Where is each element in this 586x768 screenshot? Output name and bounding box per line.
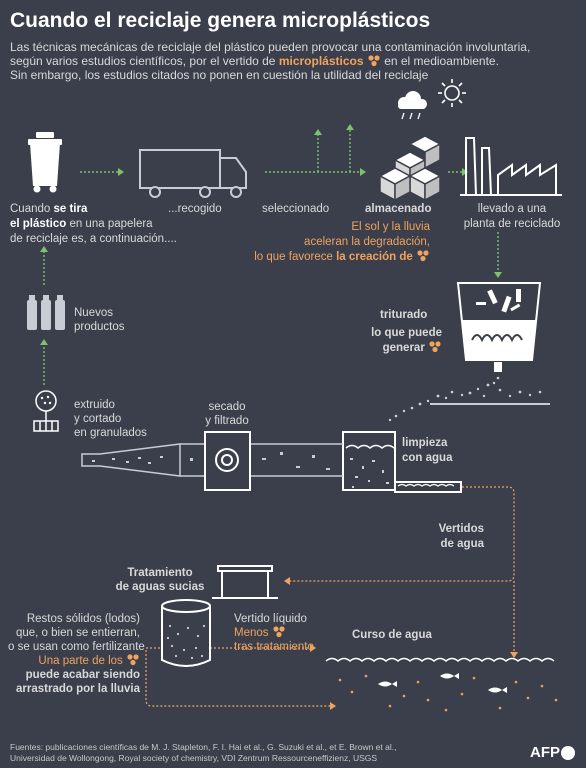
sludge-note-line-5: puede acabar siendo — [25, 669, 140, 681]
liquid-discharge-label: Vertido líquido — [234, 613, 307, 625]
step-shredded: triturado — [380, 309, 428, 321]
step-plant-line-1: llevado a una — [477, 203, 547, 215]
river-icon — [325, 657, 555, 662]
step-collected: ...recogido — [168, 203, 222, 215]
wastewater-label-line-2: de agua — [440, 538, 484, 550]
stacked-bales-icon — [378, 135, 442, 202]
stored-note-line-3: lo que favorece la creación de — [240, 250, 430, 264]
factory-icon — [460, 137, 562, 196]
sludge-note-line-6: arrastrado por la lluvia — [16, 683, 140, 695]
extruder-particles — [92, 456, 163, 464]
step-washing-line-1: limpieza — [402, 437, 448, 449]
liquid-note-line-2: tras tratamiento — [234, 641, 314, 653]
stored-note-line-2: aceleran la degradación, — [304, 236, 430, 248]
wastewater-arrowheads — [284, 577, 518, 710]
shredded-note-line-2: generar — [340, 341, 442, 355]
step-extruded-line-1: extruido — [74, 399, 115, 411]
step-discard-line-1: Cuando se tira — [10, 203, 88, 215]
step-extruded-line-3: en granulados — [74, 427, 147, 439]
stored-note-line-1: El sol y la lluvia — [351, 221, 430, 233]
microplastics-icon — [368, 55, 380, 67]
sludge-tank-icon — [161, 599, 211, 667]
pipe-particles — [190, 452, 330, 470]
new-products-line-1: Nuevos — [74, 307, 113, 319]
cloud-rain-icon — [398, 91, 427, 120]
step-stored: almacenado — [365, 203, 432, 215]
treatment-label-line-2: de aguas sucias — [115, 581, 205, 593]
shredded-note-line-1: lo que puede — [371, 327, 442, 339]
new-products-line-2: productos — [74, 321, 125, 333]
wastewater-label-line-1: Vertidos — [438, 523, 484, 535]
transfer-pipe — [180, 443, 343, 477]
intro-line-3: Sin embargo, los estudios citados no pon… — [10, 68, 429, 82]
recycling-bin-icon — [28, 132, 62, 193]
microplastics-icon — [127, 654, 139, 666]
afp-logo-icon — [561, 746, 575, 760]
flow-arrows-top — [43, 130, 499, 385]
dryer-filter-icon — [204, 431, 251, 491]
extruder-icon — [81, 443, 181, 477]
treatment-label-line-1: Tratamiento — [127, 567, 193, 579]
river-microplastics — [338, 674, 558, 712]
intro-line-1: Las técnicas mecánicas de reciclaje del … — [10, 40, 531, 54]
washing-tank-icon — [342, 431, 462, 493]
granules — [40, 395, 52, 405]
agency-logo: AFP — [530, 744, 560, 761]
step-drying-line-1: secado — [208, 401, 246, 413]
sun-icon — [438, 79, 466, 107]
step-extruded-line-2: y cortado — [74, 413, 122, 425]
step-drying-line-2: y filtrado — [205, 415, 249, 427]
microplastics-icon — [273, 626, 285, 638]
microplastics-icon — [429, 341, 441, 353]
microplastics-icon — [417, 250, 429, 262]
sources: Fuentes: publicaciones científicas de M.… — [10, 742, 397, 764]
step-discard-line-3: de reciclaje es, a continuación.... — [10, 233, 177, 245]
intro-line-2: según varios estudios científicos, por e… — [10, 54, 499, 68]
river-label: Curso de agua — [352, 629, 432, 641]
granulator-icon — [33, 390, 59, 432]
truck-icon — [139, 149, 247, 198]
shredder-icon — [456, 282, 542, 372]
bottles-icon — [27, 295, 65, 330]
sludge-note-line-1: Restos sólidos (lodos) — [26, 613, 140, 625]
sludge-note-line-3: o se usan como fertilizante — [8, 641, 145, 653]
step-washing-line-2: con agua — [402, 452, 453, 464]
sludge-note-line-4: Una parte de los — [8, 654, 140, 668]
step-sorted: seleccionado — [262, 203, 330, 215]
sludge-note-line-2: que, o bien se entierran, — [15, 627, 140, 639]
page-title: Cuando el reciclaje genera microplástico… — [10, 9, 431, 32]
liquid-note-line-1: Menos — [234, 626, 286, 640]
treatment-plant-icon — [212, 565, 278, 599]
wastewater-path — [145, 486, 515, 707]
step-discard-line-2: el plástico en una papelera — [10, 218, 153, 230]
plastic-particles — [388, 376, 542, 422]
step-plant-line-2: planta de reciclado — [463, 218, 561, 230]
fish-icons — [378, 673, 507, 693]
